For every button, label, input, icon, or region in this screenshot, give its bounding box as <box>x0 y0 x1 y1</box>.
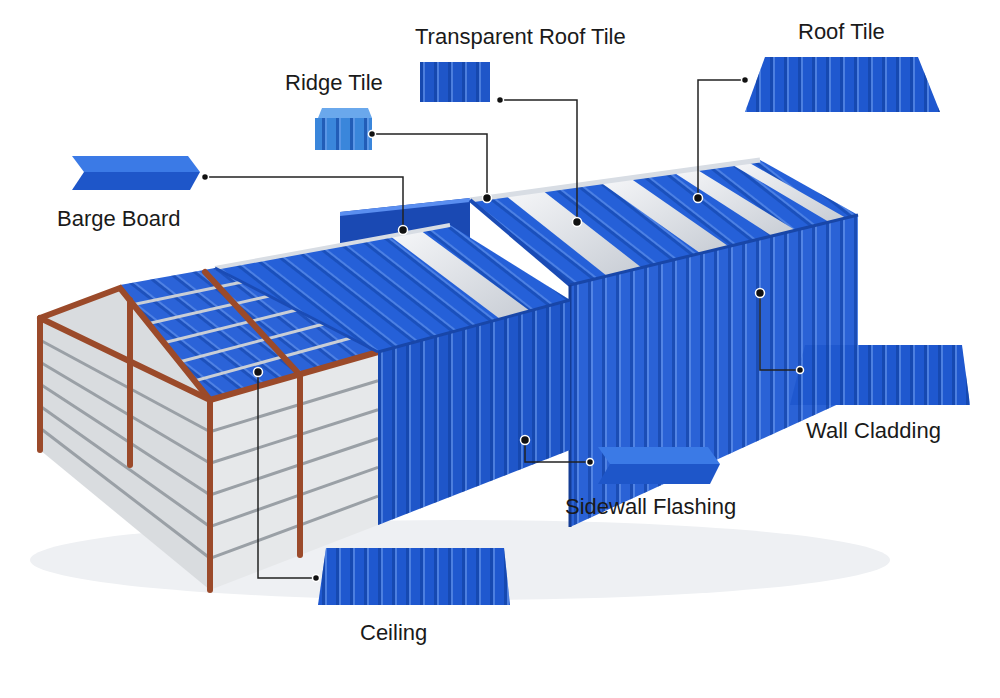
transparent-strip <box>505 190 642 276</box>
part-label: Ceiling <box>360 620 427 646</box>
leader-dot <box>254 368 263 377</box>
icon-ribs <box>745 57 940 112</box>
part-label: Roof Tile <box>798 19 885 45</box>
leader-dot <box>369 131 376 138</box>
icon-ribs <box>790 345 970 405</box>
ceiling-icon <box>318 548 510 605</box>
leader-line <box>372 134 487 198</box>
leader-line <box>525 440 590 462</box>
rafter <box>40 288 210 400</box>
girt <box>40 428 210 558</box>
barge-board-icon <box>72 156 200 172</box>
leader-dot <box>797 367 804 374</box>
leader-dots <box>202 77 804 582</box>
barge-board-icon-side <box>72 172 200 190</box>
gable-top-edge <box>340 198 470 216</box>
leader-line <box>500 100 577 222</box>
ridge-cap <box>215 225 450 268</box>
part-label: Wall Cladding <box>806 418 941 444</box>
roof-edge <box>215 268 378 352</box>
leader-line <box>205 177 403 230</box>
leader-dot <box>202 174 209 181</box>
transparent-strip <box>390 230 530 319</box>
leader-line <box>698 80 745 198</box>
column <box>37 318 43 450</box>
column <box>207 400 213 590</box>
roof-ribs <box>470 160 858 285</box>
ridge-cap <box>470 160 760 200</box>
sidewall-flashing-icon <box>598 447 720 464</box>
girt <box>210 410 378 464</box>
front-building <box>215 225 570 525</box>
part-label: Barge Board <box>57 206 181 232</box>
eave-beam <box>210 352 378 400</box>
leader-dot <box>399 226 408 235</box>
leader-dot <box>587 459 594 466</box>
column <box>297 375 303 555</box>
eave-edge <box>570 215 858 285</box>
rear-building <box>340 160 858 527</box>
leader-dot <box>483 194 492 203</box>
girt <box>40 406 210 527</box>
transparent-strip <box>731 162 846 222</box>
eave-edge <box>378 300 570 352</box>
ridge-tile-icon-top <box>318 108 372 118</box>
ridge-tile-icon <box>315 118 372 150</box>
leader-line <box>258 372 316 578</box>
leader-dot <box>742 77 749 84</box>
tie-beam <box>40 318 210 400</box>
icon-ribs <box>318 548 510 605</box>
part-label: Transparent Roof Tile <box>415 24 626 50</box>
column <box>127 300 133 465</box>
sidewall-flashing-icon-side <box>598 464 720 484</box>
leader-dot <box>497 97 504 104</box>
transparent-tile-icon <box>420 62 490 102</box>
leader-dot <box>313 575 320 582</box>
purlin <box>180 324 324 362</box>
roof-ribs <box>215 225 570 352</box>
roof-tile-icon <box>745 57 940 112</box>
leader-dot <box>573 218 582 227</box>
part-icons <box>72 57 970 605</box>
leader-lines <box>205 80 800 578</box>
leader-dot <box>756 289 765 298</box>
roof <box>470 160 858 285</box>
leader-dot <box>694 194 703 203</box>
girt <box>210 439 378 496</box>
wall-cladding-icon <box>790 345 970 405</box>
part-label: Ridge Tile <box>285 70 383 96</box>
leader-line <box>760 293 800 370</box>
roof <box>215 225 570 352</box>
icon-ribs <box>315 118 372 150</box>
girt <box>40 384 210 495</box>
girt <box>210 467 378 526</box>
part-label: Sidewall Flashing <box>565 494 736 520</box>
leader-dot <box>521 436 530 445</box>
icon-ribs <box>420 62 490 102</box>
